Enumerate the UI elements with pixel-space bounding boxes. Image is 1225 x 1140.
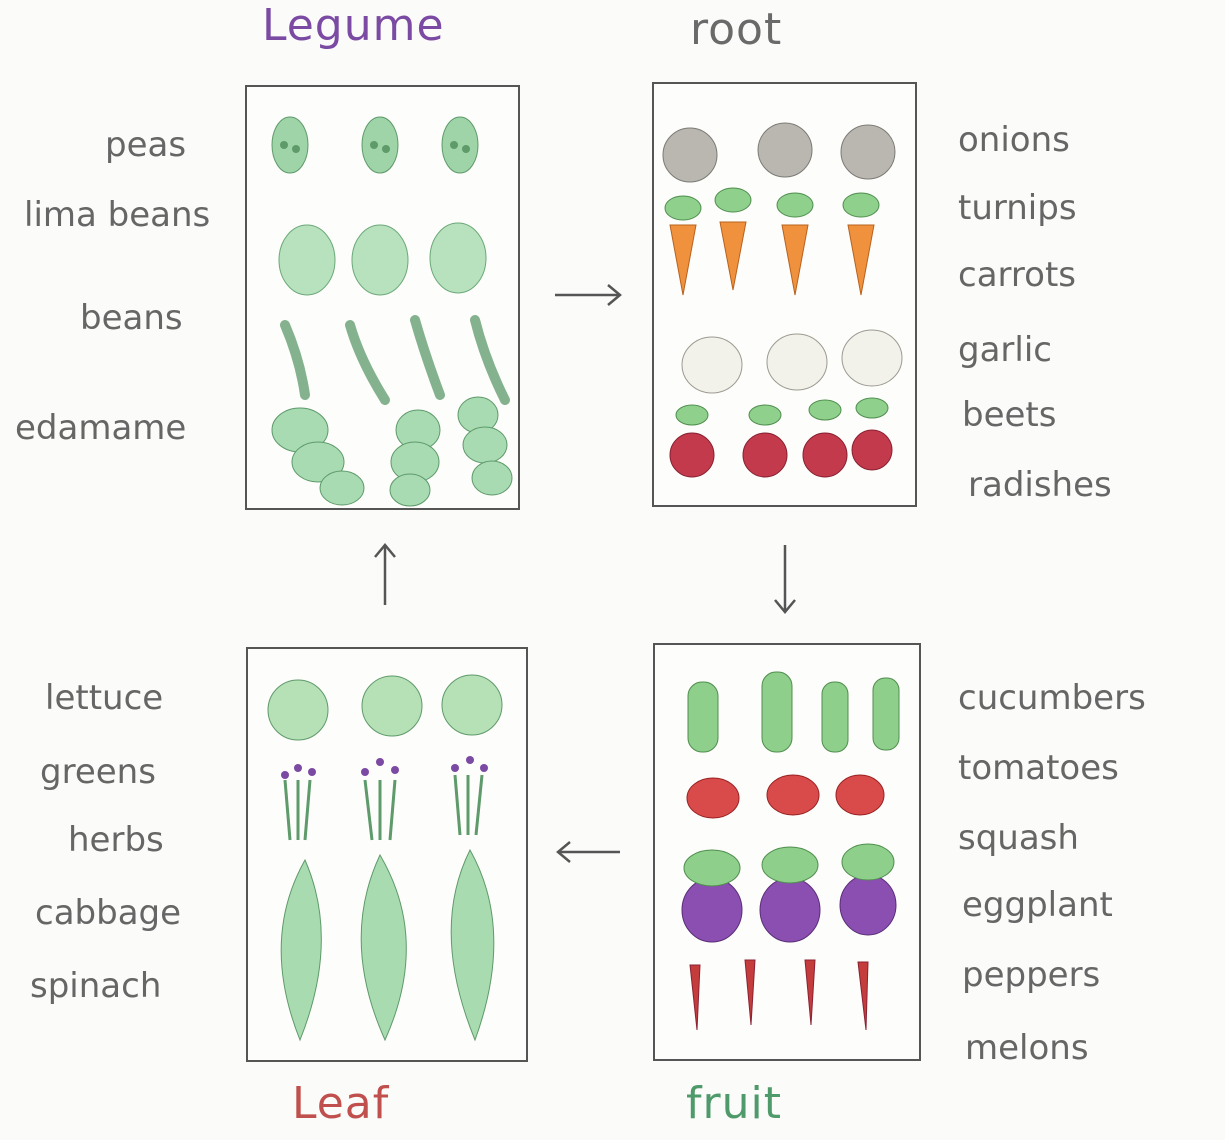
label-cucumbers: cucumbers <box>958 678 1146 718</box>
herb-flower-icon <box>281 756 488 779</box>
label-onions: onions <box>958 120 1070 160</box>
label-spinach: spinach <box>30 966 161 1006</box>
label-lettuce: lettuce <box>45 678 163 718</box>
label-tomatoes: tomatoes <box>958 748 1119 788</box>
peas-icon <box>272 117 478 173</box>
bean-icon <box>285 320 505 400</box>
beet-greens-icon <box>676 398 888 425</box>
label-greens: greens <box>40 752 156 792</box>
lettuce-icon <box>268 675 502 740</box>
label-eggplant: eggplant <box>962 885 1113 925</box>
radish-icon <box>670 430 892 477</box>
label-turnips: turnips <box>958 188 1077 228</box>
label-squash: squash <box>958 818 1079 858</box>
label-herbs: herbs <box>68 820 164 860</box>
arrow-right-icon <box>555 285 620 305</box>
tomato-icon <box>687 775 884 818</box>
label-beets: beets <box>962 395 1056 435</box>
arrow-left-icon <box>558 842 620 862</box>
garlic-icon <box>682 330 902 393</box>
arrow-up-icon <box>375 545 395 605</box>
lima-bean-icon <box>279 223 486 295</box>
edamame-icon <box>272 397 512 506</box>
label-cabbage: cabbage <box>35 893 181 933</box>
cucumber-icon <box>688 672 899 752</box>
label-garlic: garlic <box>958 330 1052 370</box>
spinach-icon <box>281 850 494 1040</box>
turnip-greens-icon <box>665 188 879 220</box>
label-carrots: carrots <box>958 255 1076 295</box>
pepper-icon <box>690 960 868 1030</box>
squash-icon <box>684 844 894 886</box>
herbs-icon <box>285 775 482 840</box>
label-beans: beans <box>80 298 183 338</box>
carrot-icon <box>670 222 874 295</box>
label-edamame: edamame <box>15 408 186 448</box>
label-lima-beans: lima beans <box>24 195 210 235</box>
arrow-down-icon <box>775 545 795 612</box>
onion-icon <box>663 123 895 182</box>
label-melons: melons <box>965 1028 1089 1068</box>
label-peppers: peppers <box>962 955 1100 995</box>
label-radishes: radishes <box>968 465 1112 505</box>
label-peas: peas <box>105 125 186 165</box>
